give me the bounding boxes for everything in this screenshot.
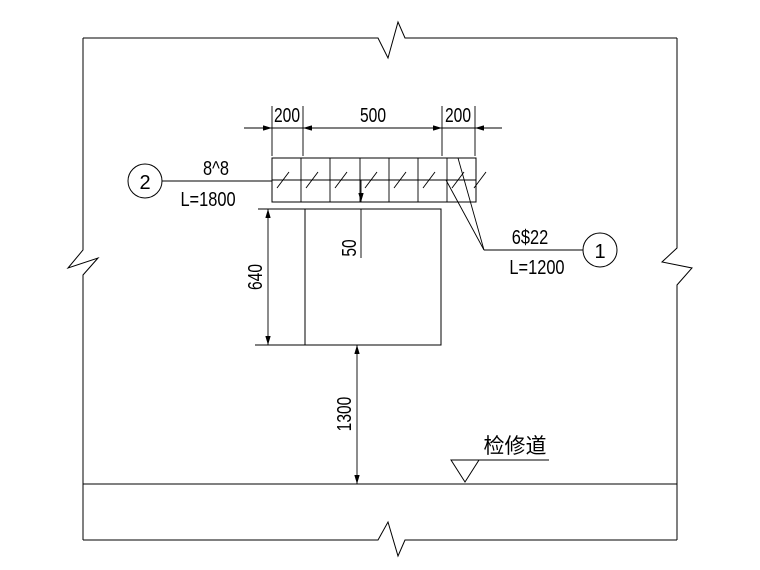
dim-top-left: 200 — [274, 104, 300, 126]
dim-top-right: 200 — [445, 104, 471, 126]
top-dimensions: 200 500 200 — [244, 104, 502, 156]
walkway-marker: 检修道 — [450, 435, 549, 483]
dim-clearance: 1300 — [333, 397, 355, 432]
rebar-2-spec: 8^8 — [203, 156, 229, 179]
rebar-grid — [271, 157, 487, 203]
height-dimension: 640 — [244, 208, 305, 346]
walkway-label: 检修道 — [484, 435, 547, 458]
rebar-2-marker: 2 — [139, 172, 150, 194]
clearance-dimension: 1300 — [333, 345, 360, 484]
rebar-1-marker: 1 — [594, 241, 605, 263]
opening — [304, 208, 442, 346]
dim-small-gap: 50 — [338, 239, 360, 256]
rebar-1-spec: 6$22 — [512, 225, 548, 248]
rebar-2-length: L=1800 — [180, 187, 235, 210]
dim-top-middle: 500 — [360, 104, 386, 126]
dim-opening-height: 640 — [244, 264, 266, 290]
wall-outline — [66, 20, 693, 558]
rebar-1-length: L=1200 — [509, 255, 564, 278]
rebar-callout-2: 2 8^8 L=1800 — [127, 156, 272, 210]
rebar-callout-1: 1 6$22 L=1200 — [445, 157, 618, 278]
gap-dimension: 50 — [338, 180, 364, 258]
